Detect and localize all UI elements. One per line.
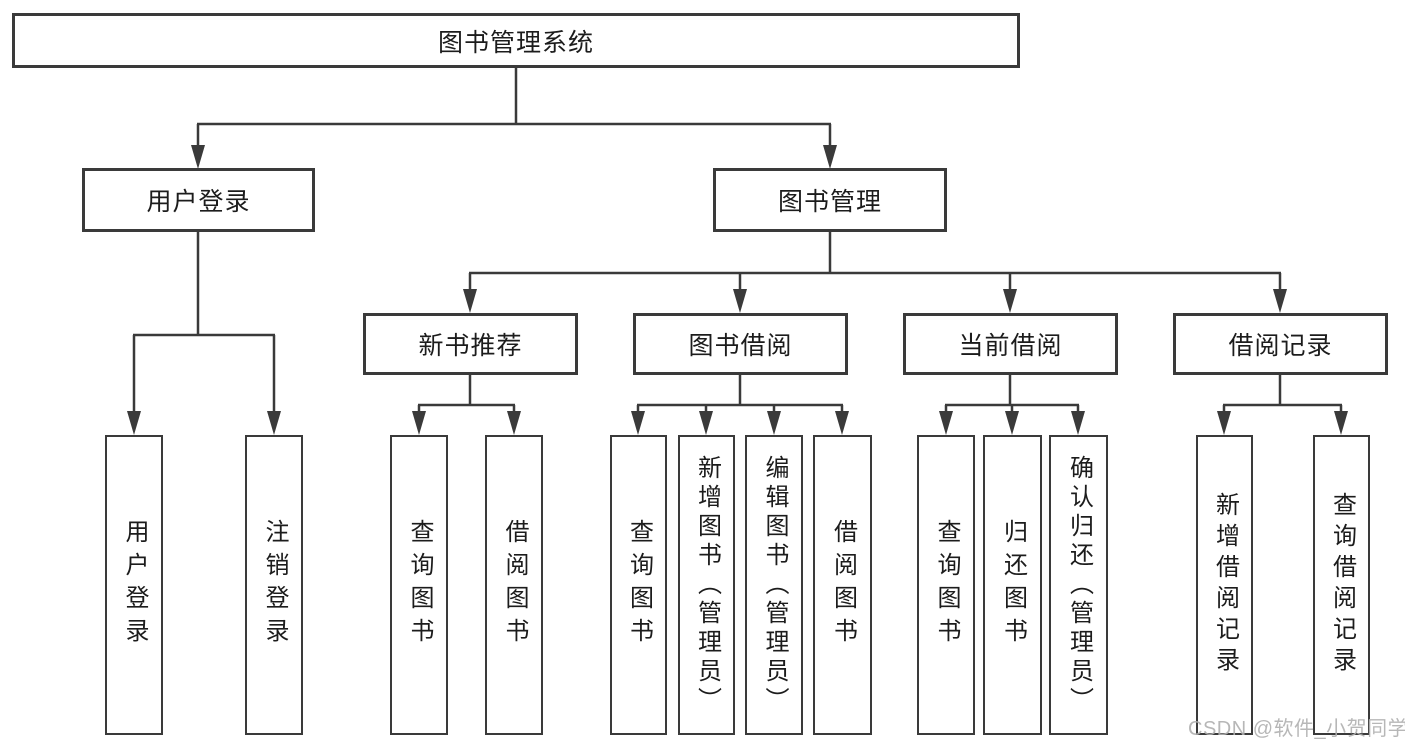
node-book-management: 图书管理: [713, 168, 947, 232]
leaf-user-login: 用户登录: [105, 435, 163, 735]
connector-new-book-recommend-to-leaves: [412, 375, 521, 435]
leaf-label: 查询借阅记录: [1328, 492, 1356, 678]
connector-borrow-records-to-leaves: [1217, 375, 1348, 435]
node-label: 图书借阅: [688, 332, 793, 360]
leaf-label: 用户登录: [121, 519, 148, 651]
csdn-watermark: CSDN @软件_小贺同学: [1188, 718, 1405, 740]
node-label: 新书推荐: [418, 332, 523, 360]
leaf-return-books: 归还图书: [983, 435, 1042, 735]
leaf-query-books-recommend: 查询图书: [390, 435, 448, 735]
leaf-label: 查询图书: [625, 519, 653, 651]
node-label: 用户登录: [146, 188, 251, 216]
leaf-label: 确认归还（管理员）: [1065, 454, 1093, 716]
connector-current-borrowing-to-leaves: [939, 375, 1085, 435]
leaf-add-books-admin: 新增图书（管理员）: [678, 435, 735, 735]
leaf-borrow-books-recommend: 借阅图书: [485, 435, 543, 735]
leaf-label: 查询图书: [406, 519, 433, 651]
node-new-book-recommend: 新书推荐: [363, 313, 578, 375]
connector-root-to-level2: [191, 68, 837, 169]
node-user-login: 用户登录: [82, 168, 315, 232]
node-label: 图书管理系统: [437, 28, 594, 57]
leaf-confirm-return-admin: 确认归还（管理员）: [1049, 435, 1108, 735]
leaf-edit-books-admin: 编辑图书（管理员）: [745, 435, 803, 735]
node-borrow-records: 借阅记录: [1173, 313, 1388, 375]
connector-user-login-to-leaves: [127, 232, 281, 435]
leaf-label: 新增借阅记录: [1211, 492, 1239, 678]
leaf-query-books-borrowing: 查询图书: [610, 435, 667, 735]
leaf-query-borrow-record: 查询借阅记录: [1313, 435, 1370, 735]
node-label: 当前借阅: [958, 332, 1063, 360]
connector-book-management-to-level3: [463, 232, 1287, 313]
connector-book-borrowing-to-leaves: [631, 375, 849, 435]
leaf-label: 借阅图书: [501, 519, 528, 651]
leaf-borrow-books: 借阅图书: [813, 435, 872, 735]
node-label: 图书管理: [777, 188, 882, 216]
leaf-label: 查询图书: [933, 519, 960, 651]
node-library-management-system: 图书管理系统: [12, 13, 1020, 68]
leaf-add-borrow-record: 新增借阅记录: [1196, 435, 1253, 735]
leaf-logout: 注销登录: [245, 435, 303, 735]
node-current-borrowing: 当前借阅: [903, 313, 1118, 375]
leaf-label: 注销登录: [261, 519, 288, 651]
leaf-label: 归还图书: [999, 519, 1027, 651]
node-book-borrowing: 图书借阅: [633, 313, 848, 375]
leaf-label: 新增图书（管理员）: [693, 454, 721, 716]
leaf-label: 编辑图书（管理员）: [761, 454, 788, 716]
node-label: 借阅记录: [1228, 332, 1333, 360]
leaf-label: 借阅图书: [829, 519, 857, 651]
leaf-query-books-current: 查询图书: [917, 435, 975, 735]
